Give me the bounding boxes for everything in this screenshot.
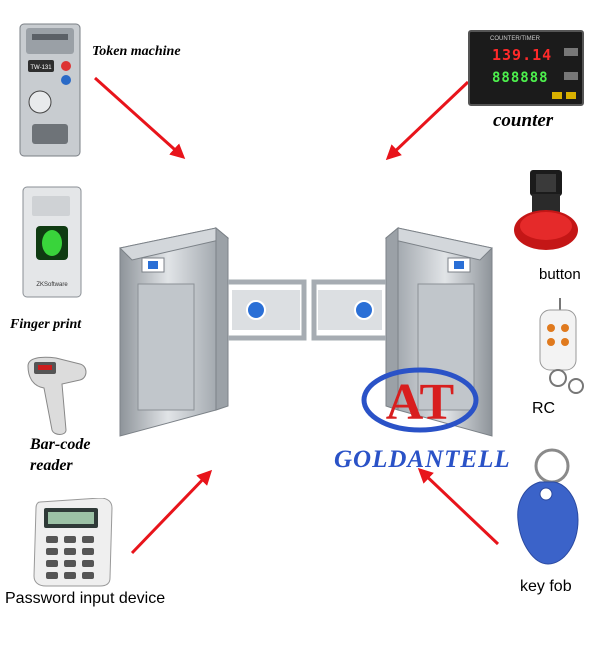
counter-key bbox=[552, 92, 562, 99]
arrow-token-machine bbox=[93, 76, 186, 160]
counter-key bbox=[564, 48, 578, 56]
password-keypad-icon bbox=[33, 498, 113, 587]
label-rc: RC bbox=[532, 400, 556, 417]
label-barcode-line1: Bar-code bbox=[30, 436, 91, 453]
emergency-button-icon bbox=[514, 170, 578, 250]
fingerprint-reader-icon: ZKSoftware bbox=[22, 186, 82, 298]
counter-key bbox=[566, 92, 576, 99]
brand-name: GOLDANTELL bbox=[334, 446, 511, 473]
svg-text:AT: AT bbox=[386, 374, 454, 431]
counter-device: COUNTER/TIMER 139.14 888888 bbox=[468, 30, 584, 106]
brand-logo-icon: AT bbox=[361, 367, 479, 433]
counter-top-display: 139.14 bbox=[492, 46, 553, 64]
label-barcode-line2: reader bbox=[30, 457, 73, 474]
arrow-password-device bbox=[130, 469, 213, 555]
token-machine-icon: TW-131 bbox=[19, 23, 81, 157]
svg-text:ZKSoftware: ZKSoftware bbox=[36, 282, 68, 288]
counter-bottom-display: 888888 bbox=[492, 70, 549, 86]
barcode-scanner-icon bbox=[27, 356, 87, 435]
counter-key bbox=[564, 72, 578, 80]
remote-control-icon bbox=[539, 298, 584, 394]
arrow-counter bbox=[385, 80, 470, 161]
label-counter: counter bbox=[493, 110, 554, 131]
key-fob-icon bbox=[517, 448, 579, 565]
label-button: button bbox=[539, 266, 581, 283]
label-password-device: Password input device bbox=[5, 590, 166, 607]
svg-text:TW-131: TW-131 bbox=[30, 65, 52, 71]
arrow-key-fob bbox=[417, 467, 500, 546]
label-key-fob: key fob bbox=[520, 578, 572, 595]
label-finger-print: Finger print bbox=[10, 317, 82, 332]
counter-header: COUNTER/TIMER bbox=[490, 36, 540, 42]
label-token-machine: Token machine bbox=[92, 44, 181, 59]
